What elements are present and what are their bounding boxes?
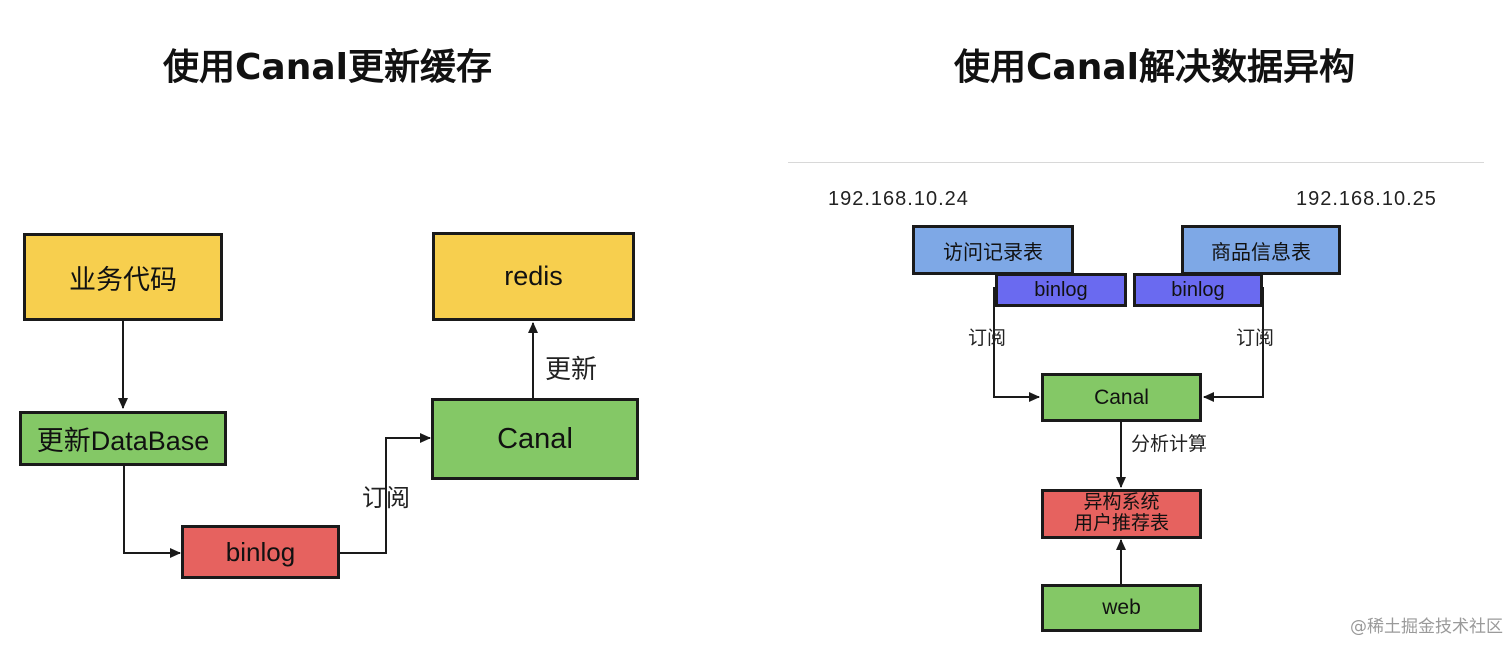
node-binlog-left: binlog bbox=[995, 273, 1127, 307]
divider-line bbox=[788, 162, 1484, 163]
arrow-binlog-right-to-canal bbox=[1203, 287, 1264, 402]
ip-left-label: 192.168.10.24 bbox=[828, 188, 969, 210]
hetero-line-2: 用户推荐表 bbox=[1073, 513, 1169, 534]
arrow-binlog-to-canal bbox=[340, 433, 431, 554]
node-access-record-table: 访问记录表 bbox=[912, 225, 1074, 275]
node-canal: Canal bbox=[431, 398, 639, 480]
node-heterogeneous-system: 异构系统 用户推荐表 bbox=[1041, 489, 1202, 539]
hetero-line-1: 异构系统 bbox=[1083, 492, 1160, 514]
node-canal-right: Canal bbox=[1041, 373, 1202, 422]
edge-label-analyze: 分析计算 bbox=[1131, 433, 1208, 455]
node-product-info-table: 商品信息表 bbox=[1181, 225, 1341, 275]
node-update-database: 更新DataBase bbox=[19, 411, 227, 466]
edge-label-subscribe: 订阅 bbox=[362, 484, 410, 512]
node-redis: redis bbox=[432, 232, 635, 321]
ip-right-label: 192.168.10.25 bbox=[1296, 188, 1437, 210]
node-binlog-right: binlog bbox=[1133, 273, 1263, 307]
edge-label-subscribe-right: 订阅 bbox=[1236, 327, 1275, 349]
edge-label-subscribe-left: 订阅 bbox=[968, 327, 1007, 349]
watermark-text: @稀土掘金技术社区 bbox=[1350, 617, 1503, 637]
edge-label-update: 更新 bbox=[545, 355, 598, 385]
node-binlog: binlog bbox=[181, 525, 340, 579]
left-diagram-title: 使用Canal更新缓存 bbox=[163, 47, 492, 88]
right-diagram-title: 使用Canal解决数据异构 bbox=[954, 47, 1355, 88]
arrow-binlog-left-to-canal bbox=[993, 287, 1040, 402]
node-web: web bbox=[1041, 584, 1202, 632]
node-business-code: 业务代码 bbox=[23, 233, 223, 321]
arrow-db-to-binlog bbox=[123, 466, 181, 558]
